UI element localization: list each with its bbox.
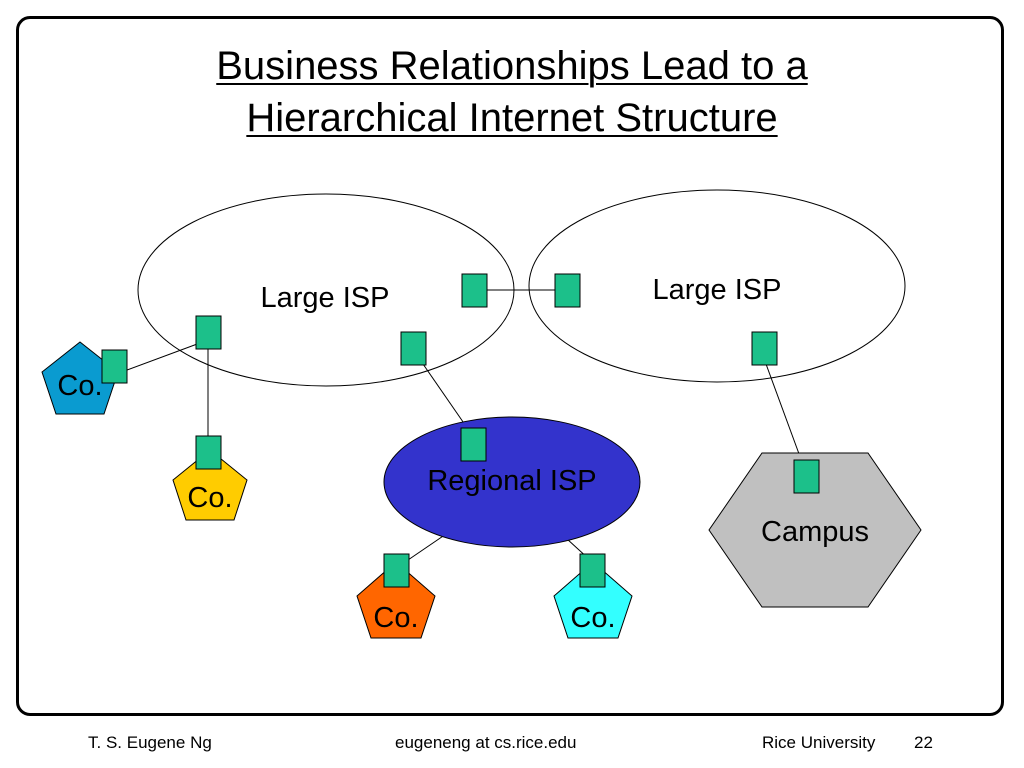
- co-cyan-label: Co.: [570, 602, 615, 634]
- campus-label: Campus: [761, 516, 869, 548]
- co-orange-pentagon: [356, 561, 436, 639]
- co-orange-label: Co.: [373, 602, 418, 634]
- routers: [101, 273, 820, 588]
- router-icon: [400, 331, 427, 366]
- regional-isp-cloud: [383, 416, 641, 548]
- router-icon: [579, 553, 606, 588]
- footer-page-number: 22: [914, 733, 933, 752]
- footer-institution: Rice University: [762, 733, 876, 752]
- co-cyan-pentagon: [553, 561, 633, 639]
- link-isp-campus: [765, 363, 803, 463]
- slide-title: Business Relationships Lead to a Hierarc…: [100, 40, 924, 144]
- slide-title-line-2: Hierarchical Internet Structure: [246, 96, 778, 140]
- footer-author: T. S. Eugene Ng: [88, 733, 212, 752]
- large-isp-left-cloud: [137, 193, 515, 387]
- router-icon: [461, 273, 488, 308]
- router-icon: [101, 349, 128, 384]
- router-icon: [751, 331, 778, 366]
- large-isp-left-label: Large ISP: [261, 282, 390, 314]
- router-icon: [554, 273, 581, 308]
- co-yellow-label: Co.: [187, 482, 232, 514]
- link-isp-co-blue: [126, 339, 209, 371]
- router-icon: [383, 553, 410, 588]
- router-icon: [793, 459, 820, 494]
- campus-hexagon: [708, 452, 922, 608]
- slide-title-line-1: Business Relationships Lead to a: [216, 44, 808, 88]
- link-isp-regional: [422, 363, 471, 433]
- router-icon: [460, 427, 487, 462]
- large-isp-right-label: Large ISP: [653, 274, 782, 306]
- router-icon: [195, 435, 222, 470]
- co-yellow-pentagon: [172, 449, 248, 521]
- regional-isp-label: Regional ISP: [427, 465, 596, 497]
- footer-email: eugeneng at cs.rice.edu: [395, 733, 577, 752]
- router-icon: [195, 315, 222, 350]
- slide-frame: [16, 16, 1004, 716]
- large-isp-right-cloud: [528, 189, 906, 383]
- co-blue-label: Co.: [57, 370, 102, 402]
